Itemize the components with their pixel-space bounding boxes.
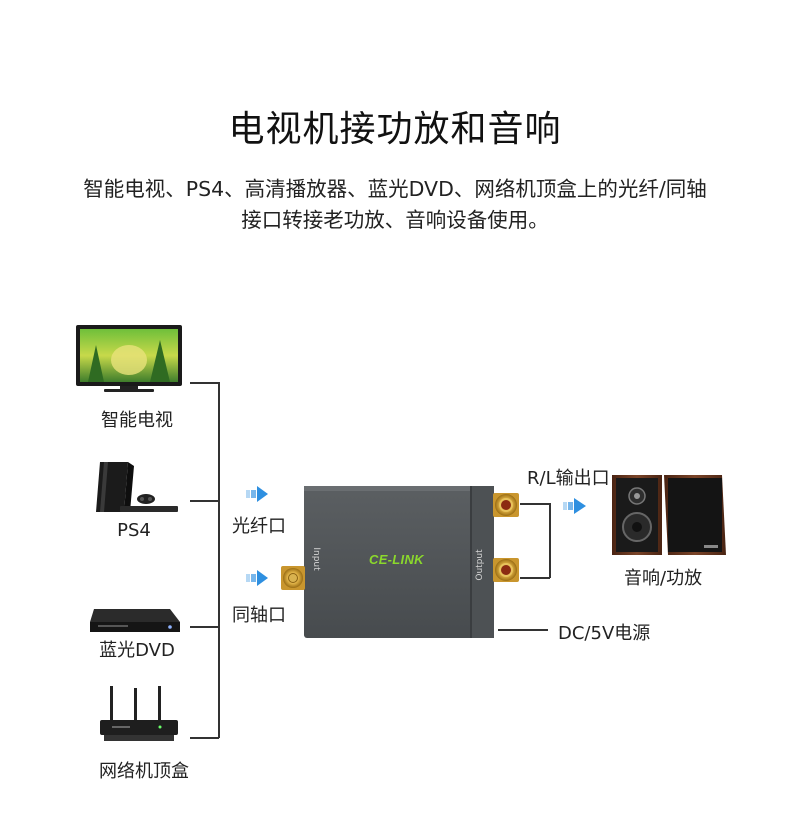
tv-icon — [76, 325, 182, 392]
coaxial-jack-icon — [281, 566, 305, 590]
rl-output-label: R/L输出口 — [527, 468, 610, 489]
subtitle-line-1: 智能电视、PS4、高清播放器、蓝光DVD、网络机顶盒上的光纤/同轴 — [83, 177, 707, 201]
connector-tv — [190, 382, 219, 384]
device-output-label: Output — [475, 549, 485, 581]
page-subtitle: 智能电视、PS4、高清播放器、蓝光DVD、网络机顶盒上的光纤/同轴 接口转接老功… — [10, 174, 780, 236]
source-label-tv: 智能电视 — [101, 410, 173, 431]
connector-dvd — [190, 626, 219, 628]
optical-input-arrow-icon — [246, 486, 268, 502]
output-connector-bottom — [520, 577, 550, 579]
source-bracket-vertical — [218, 382, 220, 738]
rca-jack-top-icon — [493, 493, 519, 517]
source-label-dvd: 蓝光DVD — [99, 640, 175, 661]
connector-ps4 — [190, 500, 219, 502]
coaxial-input-arrow-icon — [246, 570, 268, 586]
connector-router — [190, 737, 219, 739]
source-label-ps4: PS4 — [117, 520, 151, 541]
speaker-right-icon — [664, 475, 726, 555]
dvd-player-icon — [90, 609, 180, 632]
converter-device — [281, 486, 519, 638]
coaxial-port-label: 同轴口 — [232, 605, 286, 626]
router-box-icon — [100, 686, 178, 741]
output-bracket-vertical — [549, 503, 551, 578]
output-connector-top — [520, 503, 550, 505]
device-input-label: Input — [311, 547, 321, 571]
power-connector — [498, 629, 548, 631]
speaker-label: 音响/功放 — [624, 568, 703, 589]
output-arrow-icon — [563, 498, 586, 514]
page-title: 电视机接功放和音响 — [228, 109, 562, 150]
rca-jack-bottom-icon — [493, 558, 519, 582]
subtitle-line-2: 接口转接老功放、音响设备使用。 — [241, 208, 549, 232]
source-label-router: 网络机顶盒 — [99, 761, 189, 782]
optical-port-label: 光纤口 — [232, 516, 286, 537]
device-brand-label: CE-LINK — [369, 552, 424, 567]
console-icon — [96, 462, 178, 512]
power-label: DC/5V电源 — [558, 623, 651, 644]
speaker-left-icon — [612, 475, 662, 555]
